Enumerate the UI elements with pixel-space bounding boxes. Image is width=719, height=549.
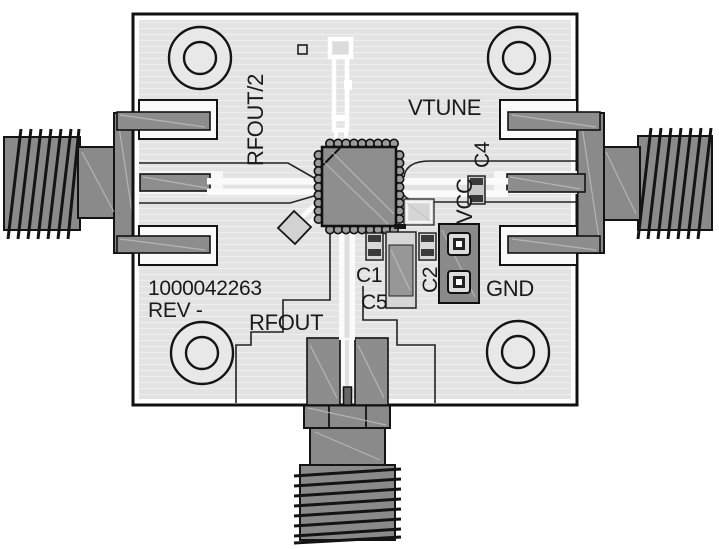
- label-c1: C1: [356, 264, 382, 287]
- antenna-stub: [327, 36, 354, 144]
- rf-pads: [116, 111, 601, 406]
- ic-body: [320, 145, 398, 228]
- label-vtune: VTUNE: [408, 95, 481, 120]
- component-c5: [385, 231, 417, 309]
- bottom-trace-gap2: [345, 340, 349, 386]
- mounting-holes: [167, 25, 552, 386]
- stub-side-notch: [344, 80, 352, 90]
- gnd-header: [438, 223, 480, 304]
- bottom-trace-outline-left: [235, 233, 331, 403]
- label-revision: REV -: [148, 299, 203, 322]
- left-trace-upper: [207, 178, 322, 185]
- label-c2: C2: [419, 267, 442, 293]
- bottom-sma-threads: [299, 464, 396, 541]
- bottom-sma-thread-lines: [293, 467, 402, 545]
- diamond-component: [276, 209, 313, 246]
- gnd-pin-2: [447, 270, 471, 294]
- label-gnd: GND: [486, 276, 534, 301]
- bottom-center-pin: [342, 386, 353, 406]
- silkscreen-labels: RFOUT/2 VTUNE VCC C4 C1 C5 C2 GND RFOUT …: [148, 74, 534, 335]
- mounting-hole-bottom-left: [169, 320, 235, 386]
- bottom-trace-gap: [344, 230, 350, 338]
- ic-chip: [313, 138, 405, 235]
- right-trace-upper: [400, 178, 508, 185]
- component-c4: [467, 175, 486, 205]
- label-rfout: RFOUT: [249, 310, 323, 335]
- mounting-hole-top-right: [486, 25, 552, 91]
- left-trace-outline-top: [139, 162, 317, 180]
- bottom-sma-connector: [293, 404, 402, 545]
- polarity-mark: [394, 224, 406, 229]
- ic-pins: [313, 138, 405, 235]
- label-c4: C4: [471, 141, 494, 168]
- bottom-trace-outline-right: [362, 286, 436, 403]
- component-c1: [365, 232, 384, 261]
- stub-top-pad: [327, 36, 354, 60]
- component-c2: [418, 232, 437, 261]
- left-trace-lower: [207, 188, 322, 195]
- mounting-hole-bottom-right: [485, 319, 551, 385]
- bypass-pad-square: [403, 198, 435, 226]
- fiducial-mark: [297, 44, 308, 55]
- label-c5: C5: [361, 291, 387, 314]
- gnd-pin-1: [447, 232, 471, 256]
- ic-pin1-notch: [322, 147, 341, 166]
- label-vcc: VCC: [452, 178, 477, 224]
- components: [276, 175, 486, 309]
- right-trace-lower: [400, 190, 508, 197]
- label-rfout2: RFOUT/2: [243, 74, 268, 166]
- label-part-number: 1000042263: [148, 277, 262, 300]
- left-trace-outline-bottom: [139, 195, 315, 204]
- mounting-hole-top-left: [167, 25, 233, 91]
- right-trace-outline-top: [403, 160, 577, 178]
